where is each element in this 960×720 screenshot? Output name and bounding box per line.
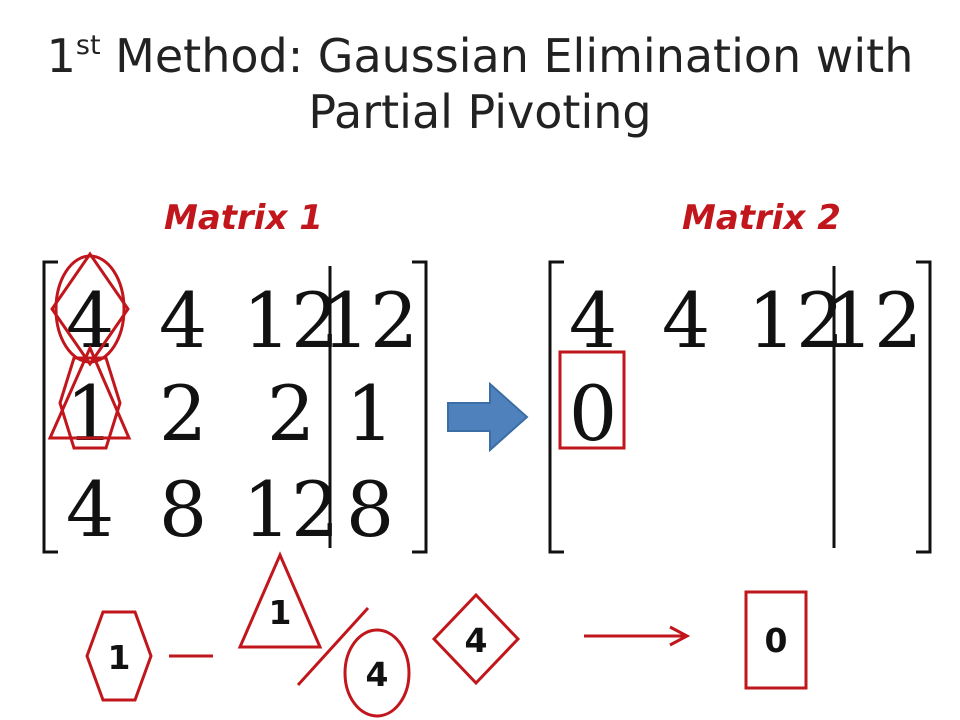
title-superscript: st — [75, 30, 101, 61]
transform-arrow-icon — [447, 381, 529, 453]
formula-result-value: 0 — [765, 621, 788, 660]
m2-r1-c4: 12 — [826, 276, 923, 365]
formula-hexagon-value: 1 — [108, 638, 131, 677]
m1-r1-c2: 4 — [159, 276, 207, 365]
title-prefix: 1 — [46, 29, 76, 83]
pivot-highlights — [47, 251, 132, 450]
m2-r2-c1: 0 — [569, 369, 617, 458]
m1-r1-c4: 12 — [322, 276, 419, 365]
formula-diamond-icon — [431, 592, 521, 686]
slide-title: 1st Method: Gaussian Elimination with Pa… — [0, 28, 960, 140]
m1-r2-c3: 2 — [267, 369, 315, 458]
formula-circle-icon — [343, 628, 411, 718]
matrix2-brackets — [548, 260, 932, 554]
result-cell-highlight — [558, 350, 626, 450]
formula-hexagon-icon — [85, 610, 153, 702]
m2-r1-c3: 12 — [748, 276, 845, 365]
title-line-2: Partial Pivoting — [308, 85, 652, 139]
matrix2-cells: 4 4 12 12 0 — [569, 276, 923, 458]
fraction-slash — [296, 606, 370, 687]
matrix1-brackets — [42, 260, 428, 554]
matrix2-label: Matrix 2 — [682, 198, 841, 238]
row2-hexagon-highlight — [58, 356, 122, 450]
result-arrow-head-icon — [669, 625, 691, 647]
formula-circle-value: 4 — [366, 655, 389, 694]
m1-r3-c4: 8 — [346, 465, 394, 554]
pivot-diamond-highlight — [50, 251, 130, 367]
m1-r1-c3: 12 — [243, 276, 340, 365]
elimination-formula: 1 1 4 4 0 — [85, 551, 808, 718]
m1-r3-c3: 12 — [243, 465, 340, 554]
m1-r3-c2: 8 — [159, 465, 207, 554]
m2-r1-c2: 4 — [662, 276, 710, 365]
title-rest: Method: Gaussian Elimination with — [100, 29, 914, 83]
matrix1-label: Matrix 1 — [164, 198, 323, 238]
m2-r1-c1: 4 — [569, 276, 617, 365]
formula-diamond-value: 4 — [465, 621, 488, 660]
m1-r3-c1: 4 — [66, 465, 114, 554]
m1-r2-c4: 1 — [346, 369, 394, 458]
formula-result-box — [744, 590, 808, 690]
row2-triangle-highlight — [47, 344, 132, 440]
formula-triangle-value: 1 — [269, 593, 292, 632]
m1-r2-c2: 2 — [159, 369, 207, 458]
formula-triangle-icon — [237, 551, 323, 649]
